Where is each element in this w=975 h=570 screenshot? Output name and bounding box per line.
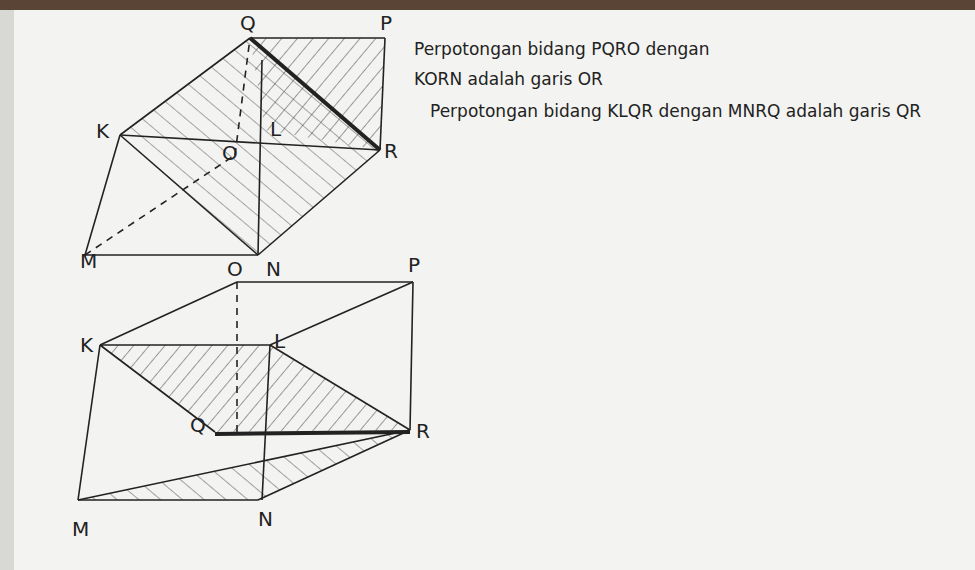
vertex-label: N <box>266 258 281 280</box>
vertex-label: P <box>408 254 420 276</box>
vertex-label: L <box>274 330 285 352</box>
vertex-label: O <box>222 142 238 164</box>
note-text: Perpotongan bidang KLQR dengan MNRQ adal… <box>430 96 950 126</box>
vertex-label: K <box>96 120 109 142</box>
vertex-label: P <box>380 12 392 34</box>
vertex-label: R <box>416 420 430 442</box>
vertex-label: Q <box>240 12 256 34</box>
vertex-label: K <box>80 334 93 356</box>
vertex-label: M <box>72 518 89 540</box>
vertex-label: L <box>270 118 281 140</box>
vertex-label: R <box>384 140 398 162</box>
vertex-label: N <box>258 508 273 530</box>
vertex-label: M <box>80 250 97 272</box>
vertex-label: Q <box>190 414 206 436</box>
note-text: Perpotongan bidang PQRO dengan KORN adal… <box>414 34 744 94</box>
vertex-label: O <box>227 258 243 280</box>
